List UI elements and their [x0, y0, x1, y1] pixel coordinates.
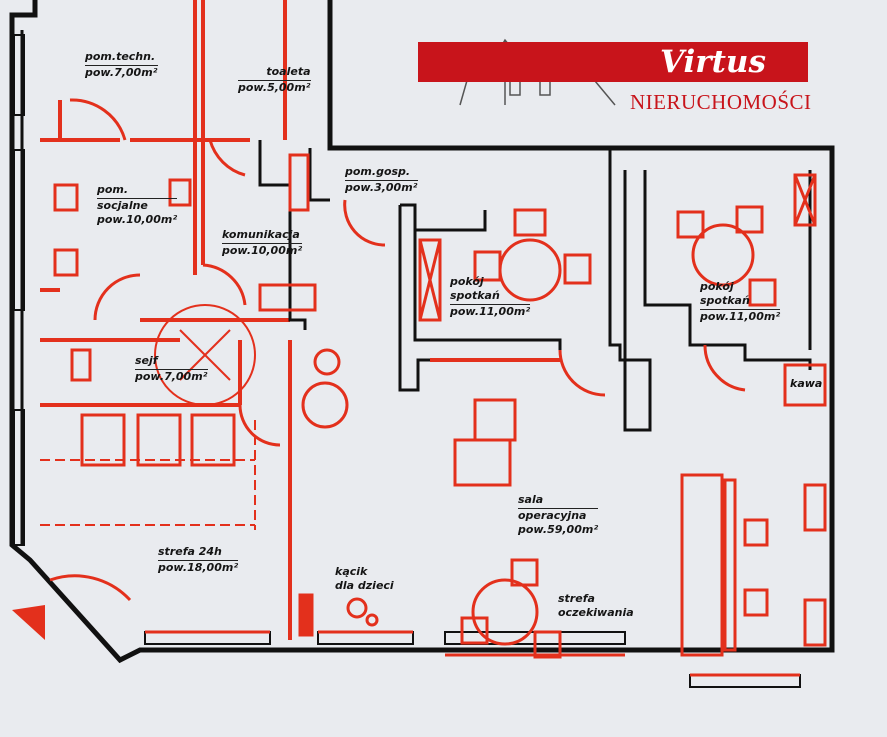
room-title-2: socjalne [97, 199, 148, 212]
interior-walls [40, 0, 560, 640]
room-title: toaleta [238, 65, 311, 81]
room-title: strefa 24h [158, 545, 239, 561]
room-title: sala [518, 493, 599, 509]
zone-line: strefa [558, 592, 595, 605]
room-title: sejf [135, 354, 208, 370]
room-area: pow.7,00m² [135, 370, 208, 383]
room-area: pow.11,00m² [700, 310, 781, 323]
room-title: pom.gosp. [345, 165, 418, 181]
logo-name: Virtus [660, 44, 766, 80]
room-title: komunikacja [222, 228, 303, 244]
zone-line: oczekiwania [558, 606, 634, 619]
room-area: pow.10,00m² [97, 213, 178, 226]
room-title-2: spotkań [450, 289, 531, 305]
room-area: pow.10,00m² [222, 244, 303, 257]
logo-subtitle: NIERUCHOMOŚCI [630, 90, 812, 114]
room-label-komunikacja: komunikacja pow.10,00m² [222, 228, 303, 258]
room-label-pokoj-spotkan-2: pokój spotkań pow.11,00m² [700, 280, 781, 324]
room-label-pom-gosp: pom.gosp. pow.3,00m² [345, 165, 418, 195]
north-arrow [12, 605, 45, 640]
room-label-toaleta: toaleta pow.5,00m² [238, 65, 311, 95]
logo-band [418, 42, 808, 82]
room-area: pow.11,00m² [450, 305, 531, 318]
room-title: pom.techn. [85, 50, 158, 66]
room-title: pom. [97, 183, 178, 199]
room-area: pow.7,00m² [85, 66, 158, 79]
room-label-sejf: sejf pow.7,00m² [135, 354, 208, 384]
room-label-pom-socjalne: pom. socjalne pow.10,00m² [97, 183, 178, 227]
room-label-strefa-24h: strefa 24h pow.18,00m² [158, 545, 239, 575]
black-partitions [258, 140, 812, 432]
room-label-pom-techn: pom.techn. pow.7,00m² [85, 50, 158, 80]
zone-label-oczekiwania: strefa oczekiwania [558, 592, 634, 620]
room-label-sala-operacyjna: sala operacyjna pow.59,00m² [518, 493, 599, 537]
room-area: pow.18,00m² [158, 561, 239, 574]
room-label-pokoj-spotkan-1: pokój spotkań pow.11,00m² [450, 275, 531, 319]
room-area: pow.5,00m² [238, 81, 311, 94]
room-title: pokój [450, 275, 484, 288]
room-area: pow.59,00m² [518, 523, 599, 536]
room-area: pow.3,00m² [345, 181, 418, 194]
room-title-2: operacyjna [518, 509, 587, 522]
room-title: pokój [700, 280, 734, 293]
zone-line: kącik [335, 565, 368, 578]
zone-label-kawa: kawa [790, 377, 823, 390]
door-swings [49, 98, 746, 602]
room-title-2: spotkań [700, 294, 781, 310]
zone-label-kacik: kącik dla dzieci [335, 565, 394, 593]
furniture [53, 153, 827, 659]
zone-line: dla dzieci [335, 579, 394, 592]
